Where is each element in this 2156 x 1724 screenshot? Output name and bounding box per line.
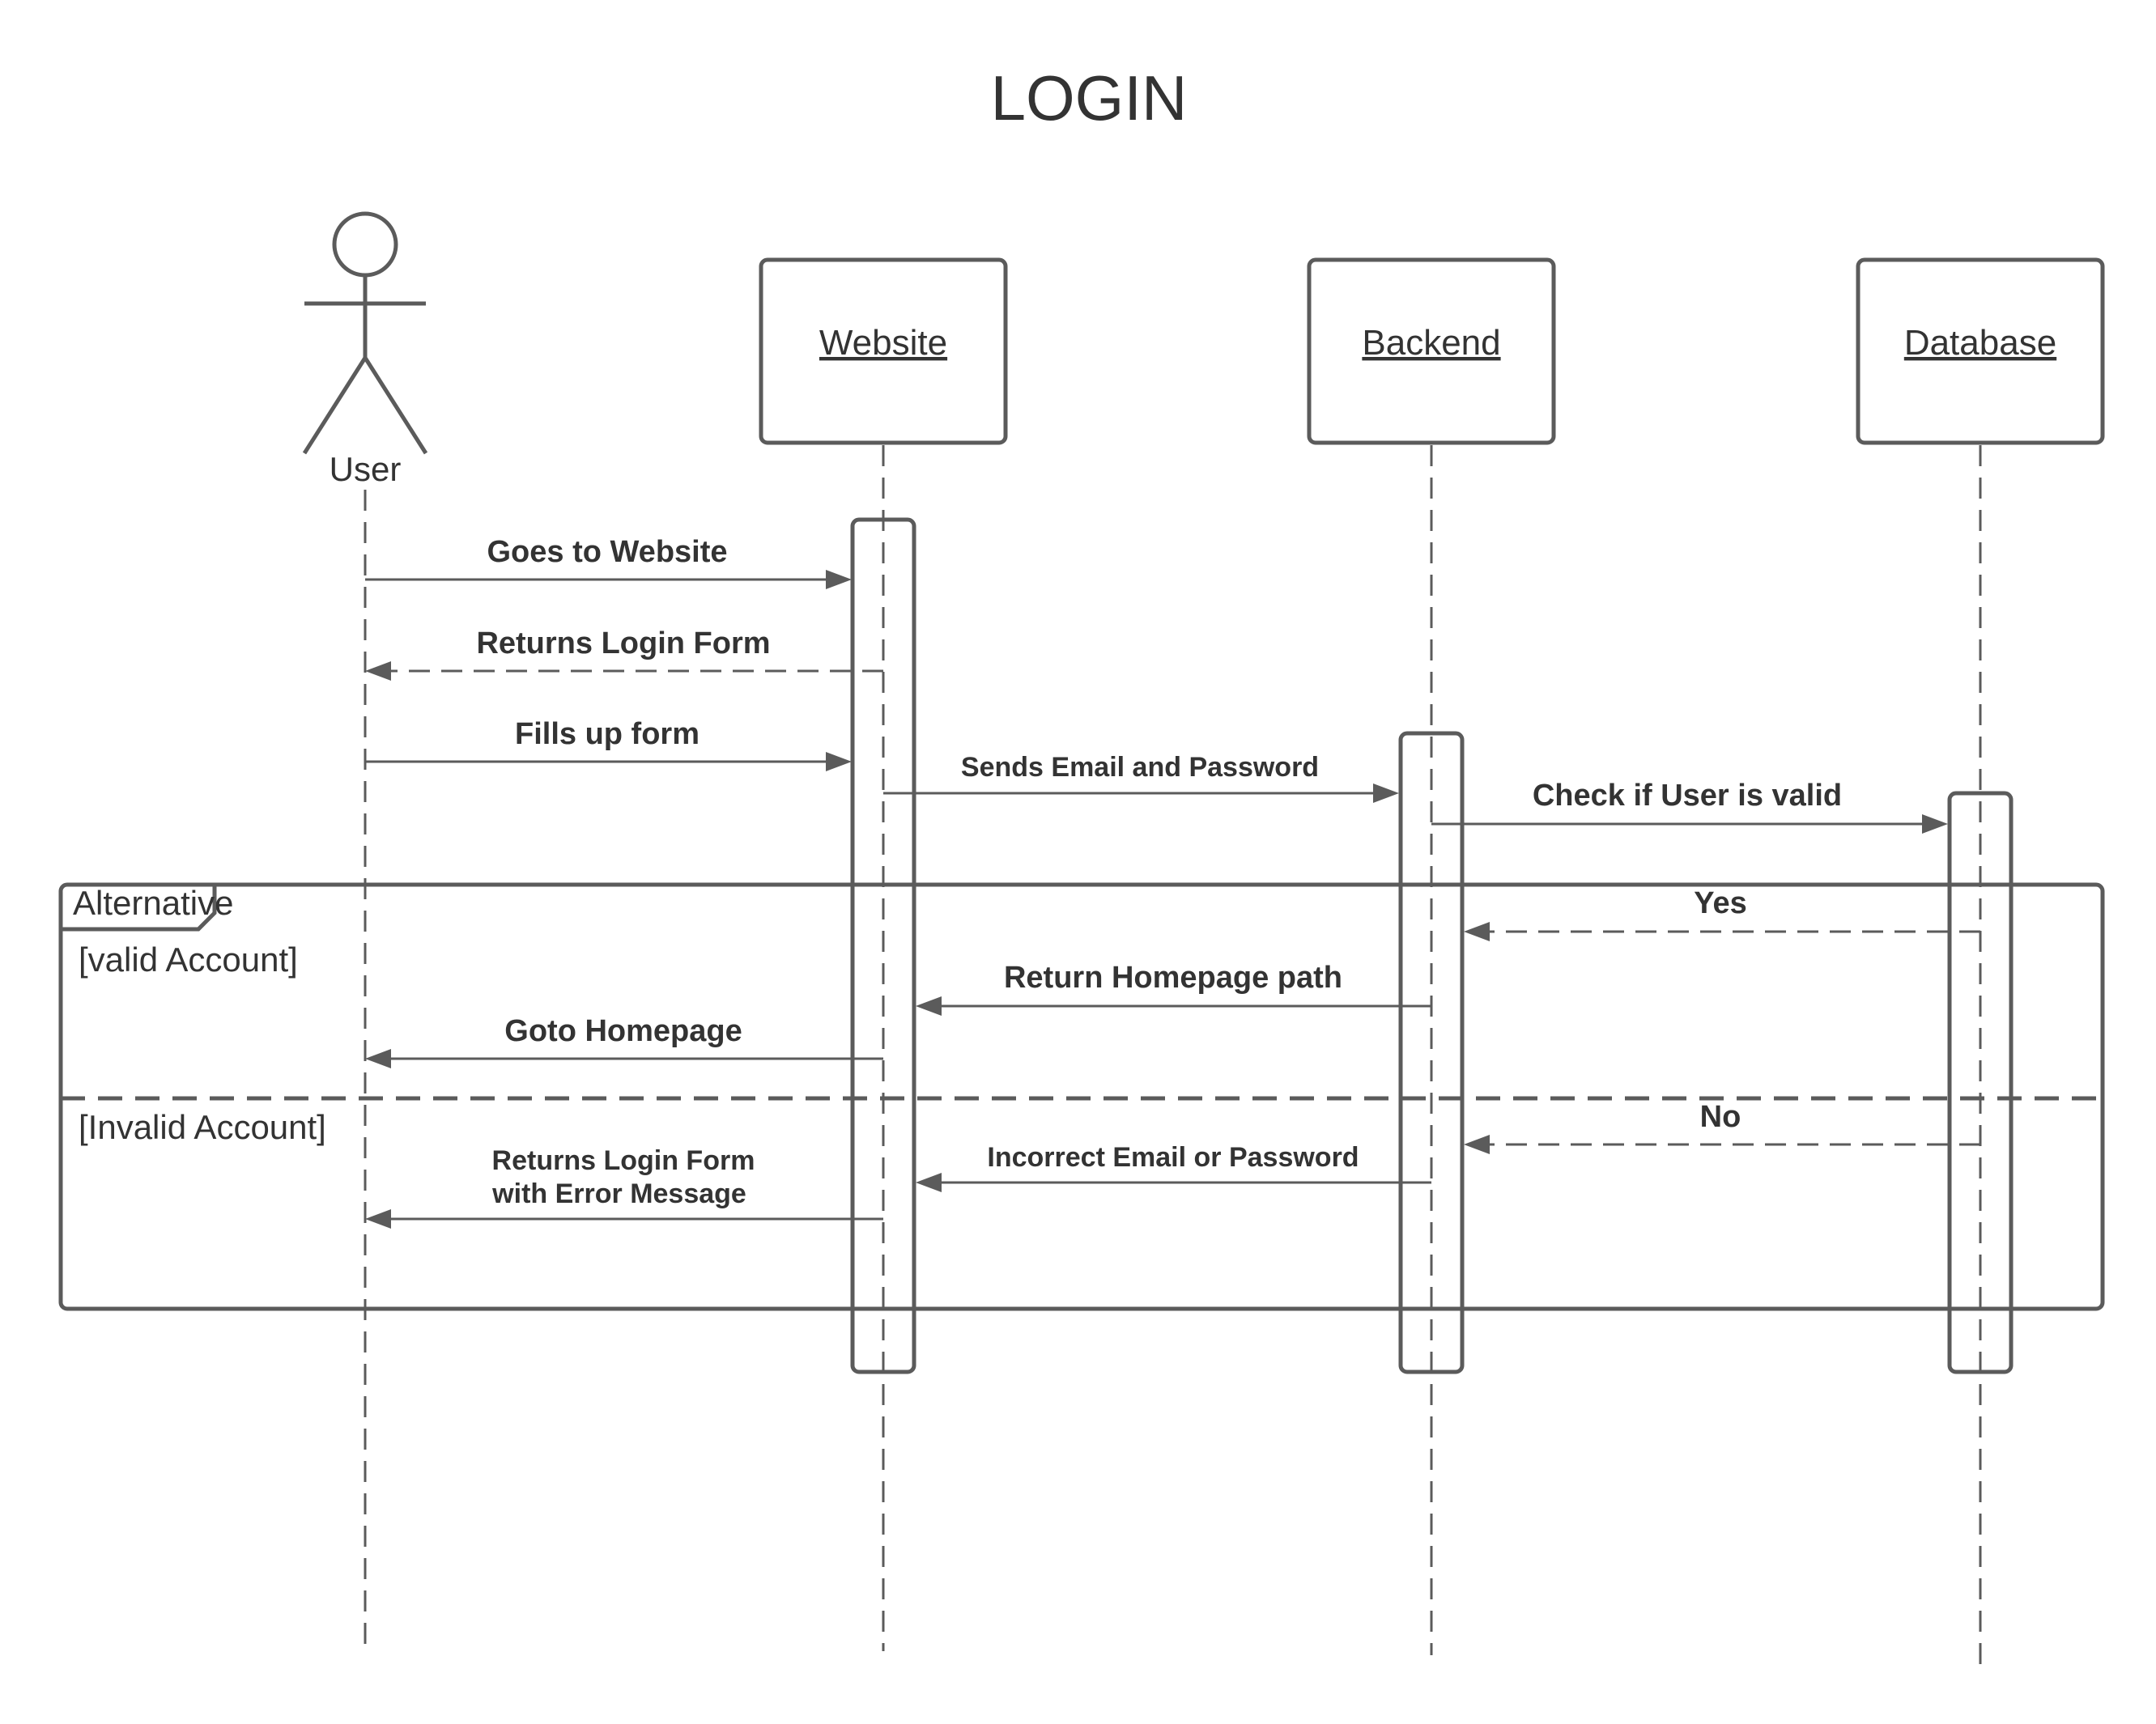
user-actor-icon — [302, 211, 428, 455]
message-no — [1464, 1135, 1980, 1154]
backend-activation-bar — [1398, 731, 1465, 1374]
message-check-user-valid-label: Check if User is valid — [1533, 779, 1842, 813]
database-participant-label: Database — [1904, 323, 2056, 363]
message-returns-login-form — [365, 661, 883, 681]
message-goto-homepage-label: Goto Homepage — [504, 1014, 742, 1048]
message-goto-homepage — [365, 1049, 883, 1068]
diagram-title: LOGIN — [991, 62, 1188, 134]
message-fills-up-form-label: Fills up form — [515, 717, 700, 751]
message-returns-login-form-label: Returns Login Form — [476, 626, 770, 660]
backend-participant-label: Backend — [1362, 323, 1500, 363]
message-fills-up-form — [365, 752, 852, 771]
message-sends-email-password — [883, 783, 1399, 803]
fragment-label: Alternative — [73, 884, 233, 922]
user-label: User — [330, 450, 402, 488]
message-return-homepage-path-label: Return Homepage path — [1004, 961, 1342, 995]
message-returns-login-form-error — [365, 1209, 883, 1229]
message-goes-to-website — [365, 570, 852, 589]
message-incorrect-email-password — [916, 1173, 1431, 1192]
backend-participant-box — [1307, 257, 1556, 445]
message-yes — [1464, 922, 1980, 941]
message-no-label: No — [1700, 1100, 1741, 1134]
message-returns-login-form-error-label-line2: with Error Message — [491, 1178, 746, 1209]
website-activation-bar — [850, 517, 916, 1374]
message-returns-login-form-error-label-line1: Returns Login Form — [492, 1145, 755, 1176]
website-participant-label: Website — [819, 323, 947, 363]
guard-valid-account: [valid Account] — [79, 941, 298, 979]
website-participant-box — [759, 257, 1008, 445]
message-sends-email-password-label: Sends Email and Password — [961, 752, 1319, 783]
message-check-user-valid — [1431, 814, 1948, 834]
fragment-label-tab — [61, 885, 217, 932]
guard-invalid-account: [Invalid Account] — [79, 1108, 326, 1146]
message-goes-to-website-label: Goes to Website — [487, 535, 727, 569]
message-incorrect-email-password-label: Incorrect Email or Password — [987, 1142, 1359, 1173]
database-activation-bar — [1947, 791, 2014, 1374]
message-yes-label: Yes — [1694, 886, 1747, 920]
database-participant-box — [1856, 257, 2105, 445]
message-return-homepage-path — [916, 996, 1431, 1016]
